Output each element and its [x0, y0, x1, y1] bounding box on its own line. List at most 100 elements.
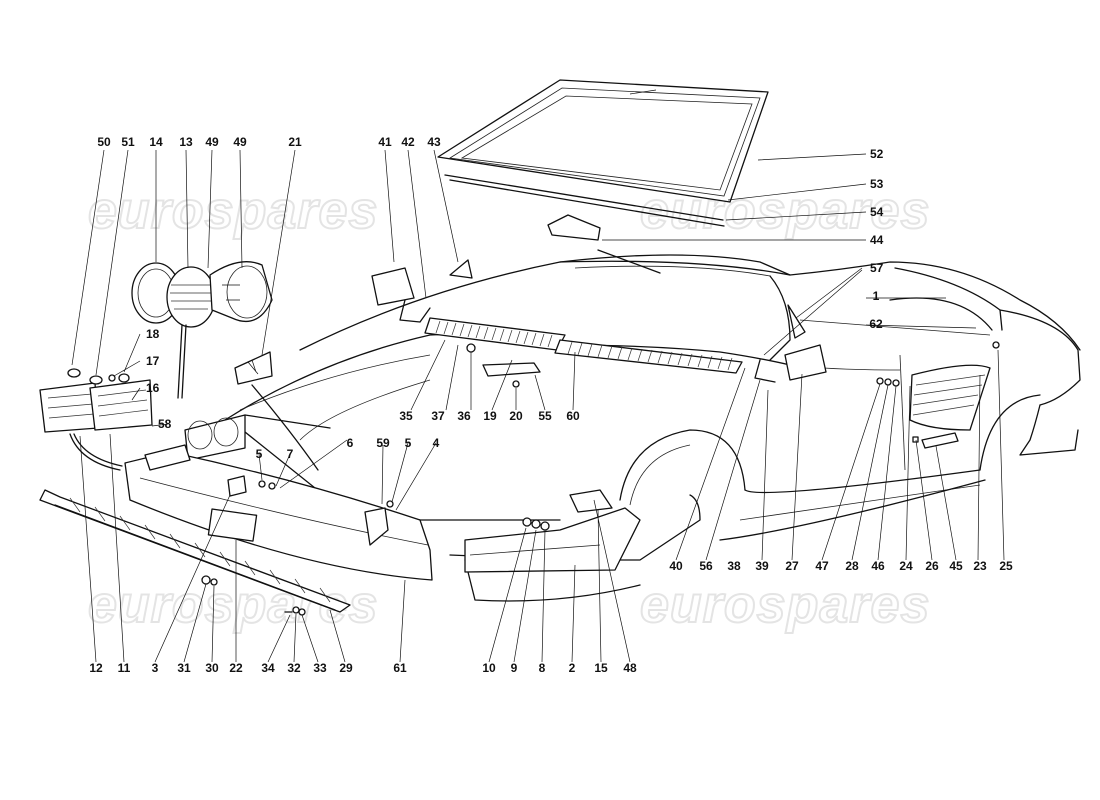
callout-7: 7 — [287, 447, 294, 461]
callout-18: 18 — [146, 327, 160, 341]
callout-21: 21 — [288, 135, 302, 149]
callout-24: 24 — [899, 559, 913, 573]
cowl-grille-right — [554, 339, 743, 374]
callout-8: 8 — [539, 661, 546, 675]
callout-17: 17 — [146, 354, 160, 368]
callout-60: 60 — [566, 409, 580, 423]
washer-27 — [876, 377, 884, 385]
callout-19: 19 — [483, 409, 497, 423]
callout-53: 53 — [870, 177, 884, 191]
callout-61: 61 — [393, 661, 407, 675]
callout-5: 5 — [256, 447, 263, 461]
nut-10 — [522, 517, 532, 527]
cowl-grilles — [424, 317, 743, 388]
screw-25 — [992, 341, 1000, 349]
windscreen-assembly — [437, 79, 769, 274]
washer-17 — [108, 374, 116, 382]
callout-23: 23 — [973, 559, 987, 573]
callout-12: 12 — [89, 661, 103, 675]
washer-9 — [531, 519, 541, 529]
callout-41: 41 — [378, 135, 392, 149]
callout-32: 32 — [287, 661, 301, 675]
front-bumper — [124, 444, 641, 581]
nut-33 — [298, 608, 306, 616]
callout-49: 49 — [233, 135, 247, 149]
callout-16: 16 — [146, 381, 160, 395]
nut-20 — [512, 380, 520, 388]
headlamp-bucket — [209, 261, 273, 323]
callout-58: 58 — [158, 417, 172, 431]
callout-45: 45 — [949, 559, 963, 573]
bulb-51 — [89, 375, 103, 385]
callout-10: 10 — [482, 661, 496, 675]
callout-25: 25 — [999, 559, 1013, 573]
callout-40: 40 — [669, 559, 683, 573]
callout-5: 5 — [405, 436, 412, 450]
callout-34: 34 — [261, 661, 275, 675]
callout-42: 42 — [401, 135, 415, 149]
callout-26: 26 — [925, 559, 939, 573]
callout-30: 30 — [205, 661, 219, 675]
nut-31 — [201, 575, 211, 585]
callout-57: 57 — [870, 261, 884, 275]
badge-21 — [234, 351, 319, 471]
callout-1: 1 — [873, 289, 880, 303]
front-light-units — [39, 368, 153, 471]
callout-22: 22 — [229, 661, 243, 675]
bumper-side-2 — [464, 507, 641, 573]
leader-lines — [71, 149, 1005, 663]
bumper-side-58 — [144, 444, 191, 471]
callout-56: 56 — [699, 559, 713, 573]
nut-36 — [466, 343, 476, 353]
callout-4: 4 — [433, 436, 440, 450]
washer-28 — [892, 379, 900, 387]
callout-11: 11 — [118, 661, 131, 675]
trim-strip-1 — [889, 297, 993, 331]
bracket-3 — [227, 475, 247, 497]
bracket-59 — [364, 507, 389, 546]
callout-52: 52 — [870, 147, 884, 161]
mirror-39 — [784, 344, 827, 381]
callout-9: 9 — [511, 661, 518, 675]
socket-18 — [118, 373, 130, 383]
callout-43: 43 — [427, 135, 441, 149]
callout-35: 35 — [399, 409, 413, 423]
callout-15: 15 — [594, 661, 608, 675]
washer-7 — [268, 482, 276, 490]
callout-50: 50 — [97, 135, 111, 149]
headlamp-13 — [166, 266, 216, 328]
washer-nozzle-55 — [482, 362, 541, 377]
grille-29 — [39, 489, 351, 613]
callout-37: 37 — [431, 409, 445, 423]
callout-33: 33 — [313, 661, 327, 675]
mirrors — [371, 259, 827, 383]
callout-28: 28 — [845, 559, 859, 573]
indicator-12 — [39, 382, 99, 433]
callout-39: 39 — [755, 559, 769, 573]
door-handle-45 — [921, 432, 959, 449]
washer-30 — [210, 578, 218, 586]
side-vent-23 — [876, 297, 1000, 449]
mirror-41 — [371, 267, 415, 306]
number-plate-22 — [207, 508, 258, 542]
callout-14: 14 — [149, 135, 163, 149]
washer-5b — [386, 500, 394, 508]
callout-13: 13 — [179, 135, 193, 149]
callout-55: 55 — [538, 409, 552, 423]
washer-32 — [292, 606, 300, 614]
callout-6: 6 — [347, 436, 354, 450]
callout-27: 27 — [785, 559, 799, 573]
watermark-top-left: eurospares — [88, 182, 378, 240]
callout-29: 29 — [339, 661, 353, 675]
bumper-end-48 — [569, 489, 613, 513]
callout-31: 31 — [177, 661, 191, 675]
callout-51: 51 — [121, 135, 135, 149]
windscreen-frame — [437, 79, 769, 203]
rear-view-mirror — [547, 214, 601, 241]
callout-labels: 50 51 14 13 49 49 21 41 42 43 52 53 54 4… — [89, 135, 1013, 675]
callout-44: 44 — [870, 233, 884, 247]
callout-38: 38 — [727, 559, 741, 573]
quarter-glass-57 — [787, 304, 806, 339]
callout-54: 54 — [870, 205, 884, 219]
screw-26 — [912, 436, 919, 443]
